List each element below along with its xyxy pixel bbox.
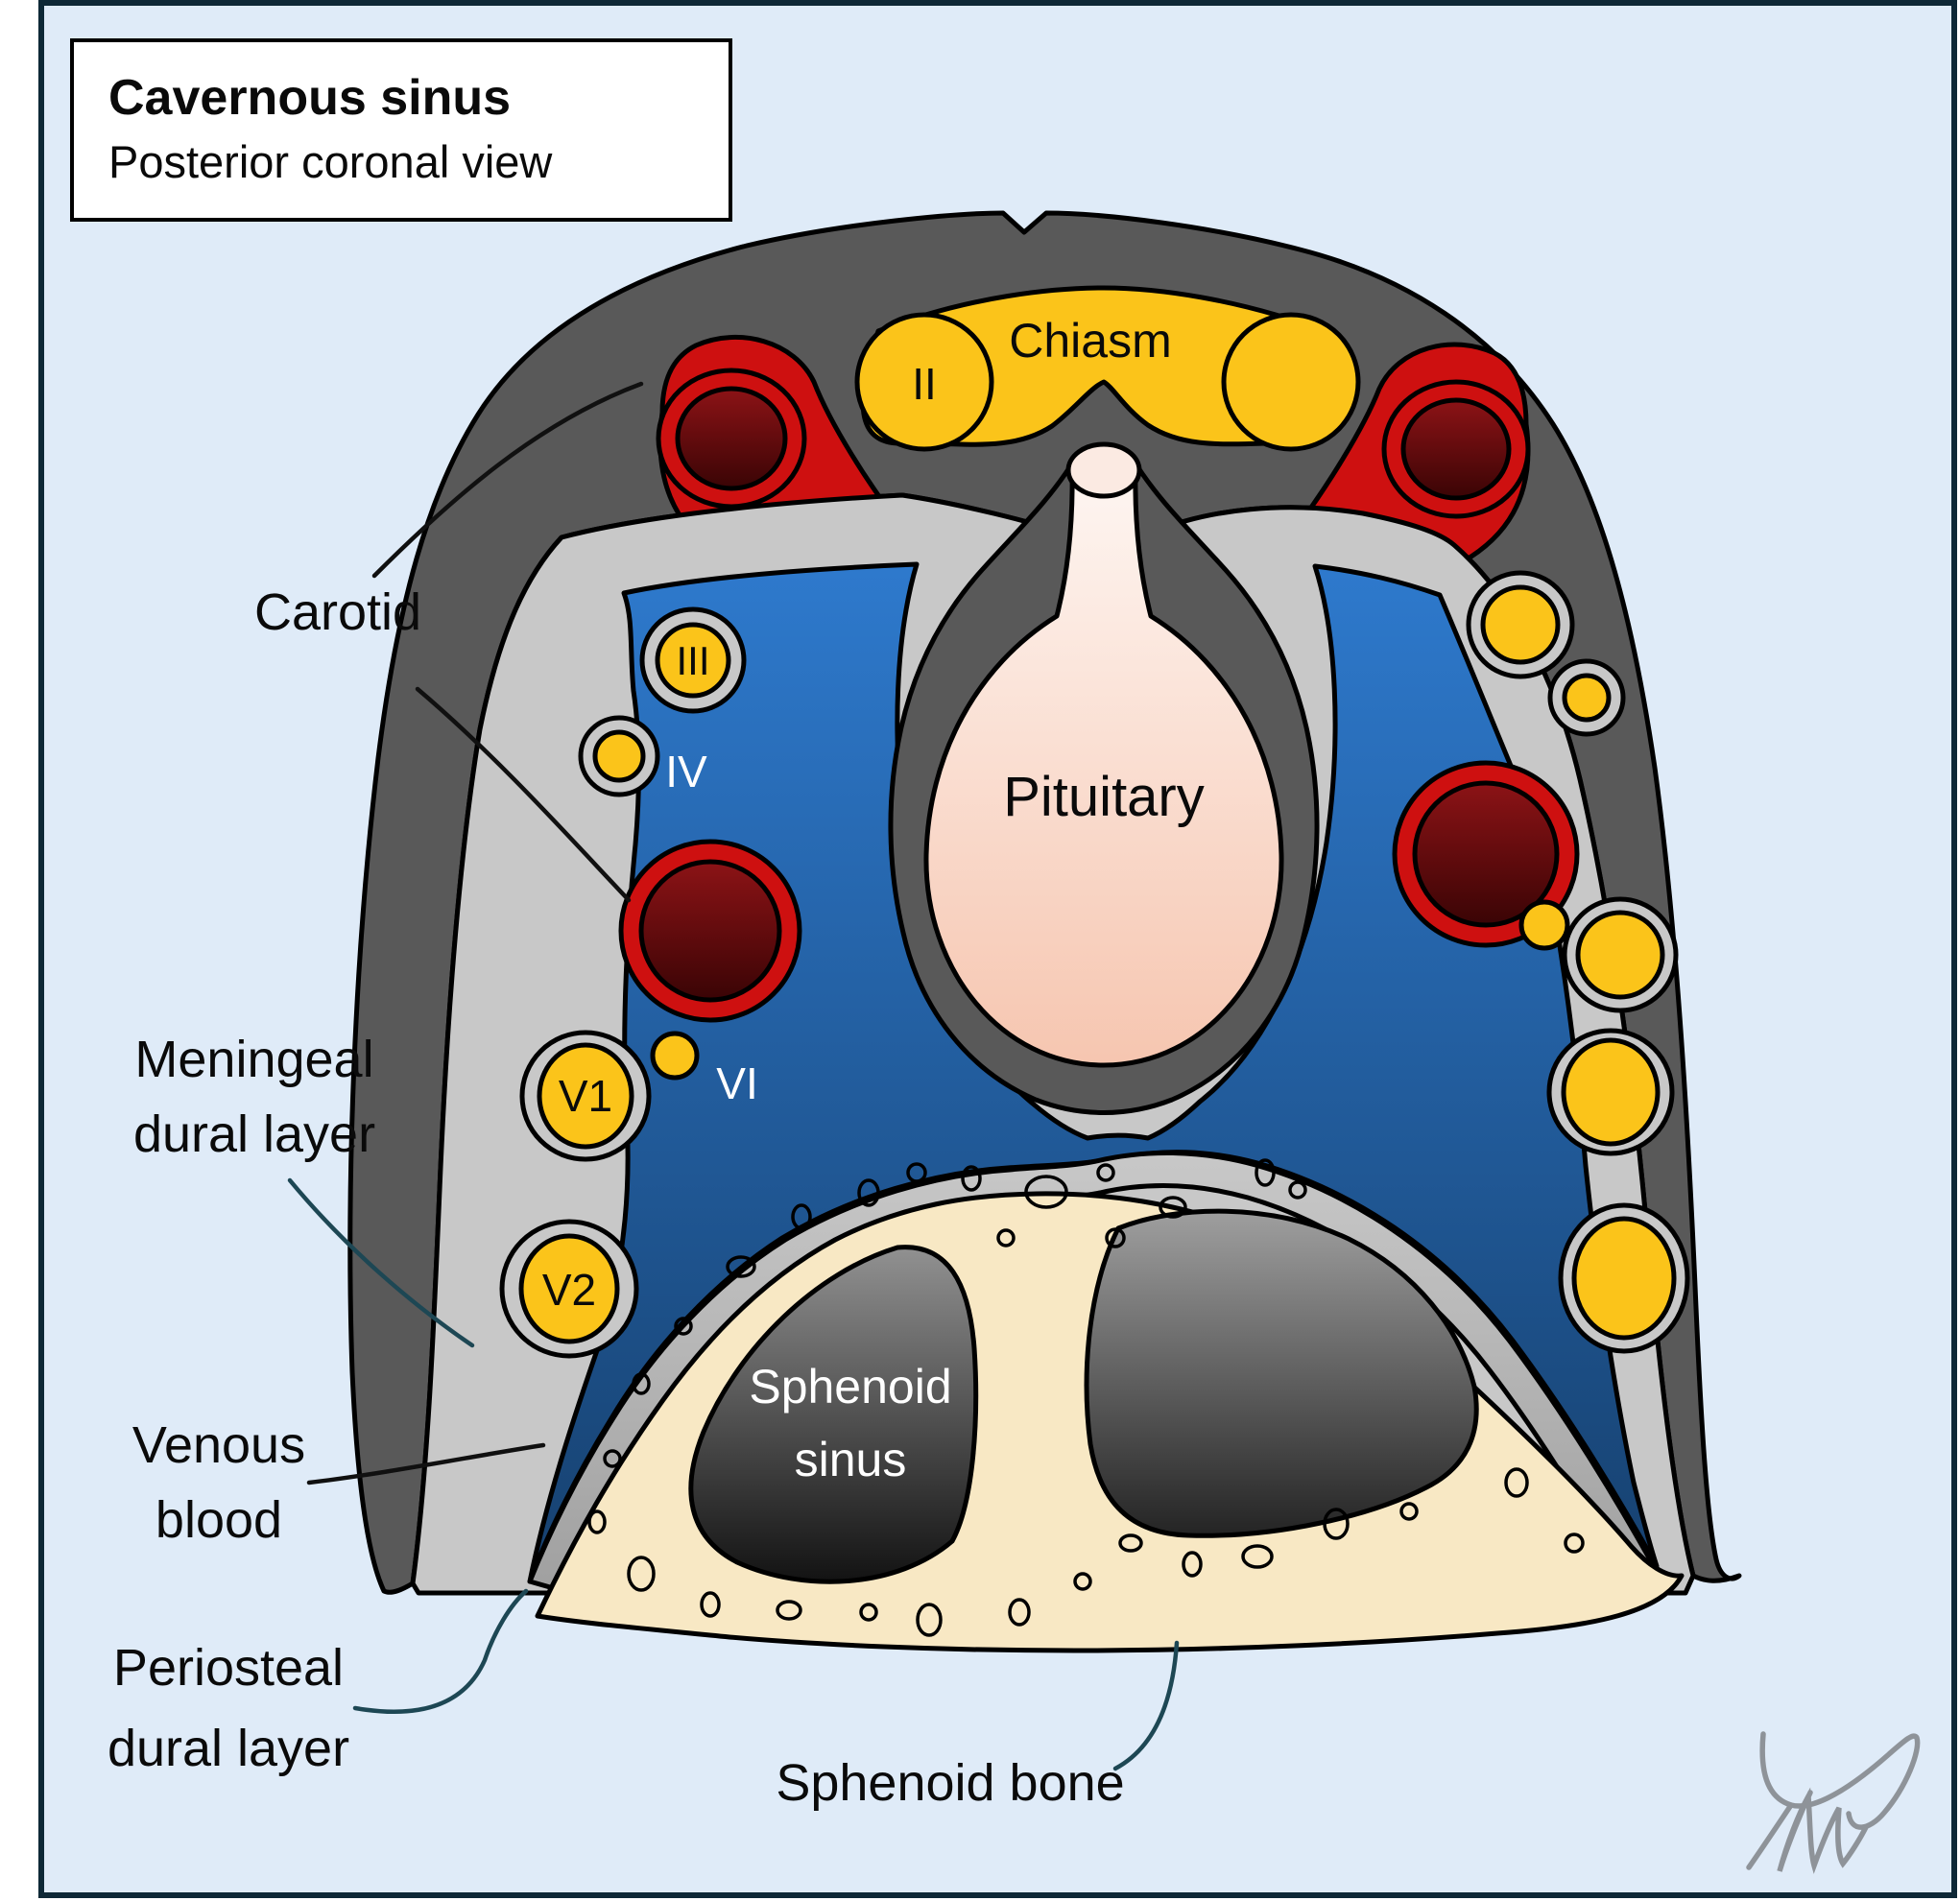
- sphenoid-bone-label: Sphenoid bone: [776, 1754, 1124, 1812]
- optic-chiasm: [854, 285, 1361, 452]
- left-carotid-lumen-low: [638, 859, 782, 1003]
- sphenoid-bone-pointer: [1112, 1640, 1180, 1771]
- left-carotid-artery-cross-section: [618, 839, 802, 1023]
- carotid-pointer-lower: [415, 686, 632, 903]
- cn3-label: III: [676, 638, 709, 683]
- periosteal-label-line2: dural layer: [108, 1720, 349, 1777]
- sphenoid-sinus-left-cavity: [688, 1245, 979, 1584]
- left-cn3-nerve: [655, 622, 731, 699]
- sphenoid-sinus-label-line2: sinus: [795, 1433, 907, 1486]
- right-cn4-nerve: [1562, 673, 1612, 723]
- right-carotid-lumen: [1400, 397, 1512, 501]
- carotid-label: Carotid: [254, 583, 421, 641]
- sphenoid-sinus-label-line1: Sphenoid: [749, 1360, 951, 1414]
- venous-blood-shape: [527, 561, 1660, 1584]
- pituitary-label: Pituitary: [1003, 766, 1205, 828]
- right-carotid-artery-cross-section: [1392, 760, 1580, 948]
- bone-trabeculae: [587, 1158, 1585, 1637]
- right-cn6-nerve: [1518, 899, 1570, 951]
- pituitary-gland: [923, 441, 1284, 1068]
- right-v1-nerve: [1575, 910, 1665, 1000]
- left-optic-nerve-circle: [854, 312, 994, 452]
- figure-subtitle: Posterior coronal view: [108, 136, 553, 187]
- chiasm-label: Chiasm: [1009, 314, 1171, 368]
- periosteal-label-line1: Periosteal: [113, 1639, 344, 1697]
- v2-label: V2: [542, 1265, 596, 1315]
- right-carotid-lumen-low: [1412, 780, 1560, 928]
- cranial-nerves: [518, 584, 1677, 1344]
- cn6-label: VI: [716, 1058, 757, 1108]
- left-carotid-lumen: [675, 386, 788, 491]
- optic-nerve-label: II: [912, 359, 937, 409]
- venous-label-line2: blood: [155, 1491, 282, 1549]
- cn4-label: IV: [665, 747, 707, 796]
- left-cn6-nerve: [650, 1031, 700, 1081]
- artist-signature: [1746, 1731, 1921, 1874]
- meningeal-pointer: [287, 1177, 475, 1348]
- title-box: Cavernous sinus Posterior coronal view: [70, 38, 732, 223]
- sphenoid-sinus-right-cavity: [1084, 1208, 1479, 1538]
- right-cn3-nerve: [1480, 584, 1561, 665]
- venous-pointer: [306, 1442, 546, 1485]
- right-v1b-nerve: [1561, 1037, 1661, 1147]
- v1-label: V1: [559, 1071, 612, 1121]
- periosteal-pointer: [352, 1588, 529, 1714]
- left-cn4-nerve: [592, 729, 646, 783]
- carotid-pointer-upper: [371, 381, 644, 579]
- right-v2-nerve: [1571, 1216, 1677, 1341]
- meningeal-label-line2: dural layer: [133, 1105, 375, 1163]
- left-v2-nerve: [518, 1233, 620, 1344]
- pituitary-stalk-top: [1065, 441, 1142, 499]
- left-v1-nerve: [537, 1042, 634, 1150]
- sphenoid-bone: [535, 1158, 1685, 1653]
- venous-label-line1: Venous: [132, 1416, 305, 1474]
- meningeal-label-line1: Meningeal: [134, 1031, 373, 1088]
- right-optic-nerve-circle: [1221, 312, 1361, 452]
- pituitary-body: [923, 465, 1284, 1068]
- figure-title: Cavernous sinus: [108, 70, 512, 126]
